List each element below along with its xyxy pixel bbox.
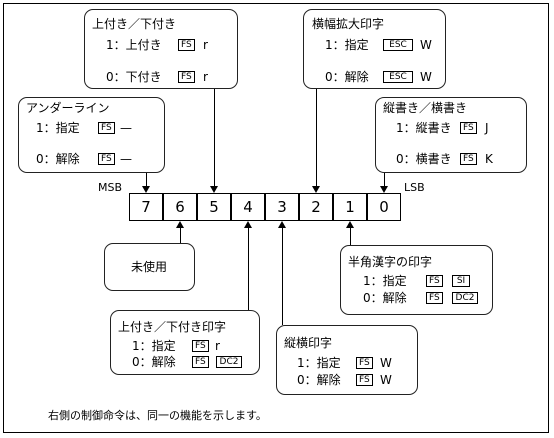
msb-label: MSB <box>98 181 123 194</box>
box-title: 横幅拡大印字 <box>312 17 385 31</box>
command-char: r <box>215 339 220 353</box>
footnote: 右側の制御命令は、同一の機能を示します。 <box>48 409 267 422</box>
box-vertical-horizontal-writing <box>375 97 527 173</box>
key-fs: FS <box>460 153 477 165</box>
setting-off-label: 0：横書き <box>396 152 452 166</box>
key-esc: ESC <box>383 39 413 51</box>
bit-cell-2: 2 <box>299 193 333 221</box>
box-title: 縦書き／横書き <box>383 101 468 115</box>
box-unused <box>104 243 195 291</box>
setting-on-label: 1：縦書き <box>396 121 452 135</box>
box-title: 上付き／下付き印字 <box>118 320 227 334</box>
arrow-up-bit4 <box>244 221 252 228</box>
command-char: W <box>380 373 392 387</box>
setting-off-label: 0：下付き <box>106 70 162 84</box>
arrow-up-bit1 <box>346 221 354 228</box>
command-char: — <box>120 152 132 166</box>
box-title: 縦横印字 <box>284 336 333 350</box>
key-fs: FS <box>192 356 209 368</box>
setting-on-label: 1：指定 <box>363 274 407 288</box>
key-fs: FS <box>426 275 443 287</box>
setting-off-label: 0：解除 <box>363 291 407 305</box>
connector-line <box>316 89 317 187</box>
lsb-label: LSB <box>404 181 425 194</box>
command-char: W <box>420 38 432 52</box>
command-char: W <box>380 356 392 370</box>
setting-on-label: 1：指定 <box>325 38 369 52</box>
box-title: 未使用 <box>131 260 168 274</box>
setting-off-label: 0：解除 <box>132 355 176 369</box>
connector-line <box>180 227 181 243</box>
command-char: — <box>120 121 132 135</box>
key-esc: ESC <box>383 71 413 83</box>
key-fs: FS <box>192 340 209 352</box>
key-dc2: DC2 <box>452 292 478 304</box>
bit-cell-5: 5 <box>197 193 231 221</box>
box-title: 上付き／下付き <box>92 17 177 31</box>
setting-on-label: 1：指定 <box>297 356 341 370</box>
bit-cell-0: 0 <box>367 193 401 221</box>
command-char: K <box>485 152 493 166</box>
box-title: アンダーライン <box>26 101 110 115</box>
setting-off-label: 0：解除 <box>36 152 80 166</box>
connector-line <box>248 227 249 310</box>
arrow-down-bit0 <box>380 186 388 193</box>
key-fs: FS <box>356 374 373 386</box>
connector-line <box>146 173 147 187</box>
setting-off-label: 0：解除 <box>325 70 369 84</box>
arrow-down-bit7 <box>142 186 150 193</box>
key-dc2: DC2 <box>216 356 242 368</box>
box-title: 半角漢字の印字 <box>348 255 433 269</box>
key-fs: FS <box>98 122 115 134</box>
setting-off-label: 0：解除 <box>297 373 341 387</box>
setting-on-label: 1：指定 <box>132 339 176 353</box>
key-fs: FS <box>356 357 373 369</box>
arrow-down-bit2 <box>312 186 320 193</box>
box-vertical-horizontal-print <box>276 325 418 395</box>
setting-on-label: 1：上付き <box>106 38 162 52</box>
bit-cell-3: 3 <box>265 193 299 221</box>
bit-cell-7: 7 <box>129 193 163 221</box>
connector-line <box>282 227 283 325</box>
box-superscript-print <box>110 310 260 375</box>
key-fs: FS <box>426 292 443 304</box>
bit-cell-1: 1 <box>333 193 367 221</box>
connector-line <box>350 227 351 245</box>
command-char: r <box>203 38 208 52</box>
arrow-down-bit5 <box>210 186 218 193</box>
arrow-up-bit6 <box>176 221 184 228</box>
key-fs: FS <box>178 39 195 51</box>
setting-on-label: 1：指定 <box>36 121 80 135</box>
key-si: SI <box>452 275 470 287</box>
connector-line <box>214 89 215 187</box>
command-char: r <box>203 70 208 84</box>
command-char: J <box>485 121 489 135</box>
key-fs: FS <box>460 122 477 134</box>
connector-line <box>384 173 385 187</box>
bit-cell-4: 4 <box>231 193 265 221</box>
box-superscript-subscript <box>84 9 238 89</box>
key-fs: FS <box>178 71 195 83</box>
command-char: W <box>420 70 432 84</box>
box-horizontal-enlarge <box>303 9 446 89</box>
bit-cell-6: 6 <box>163 193 197 221</box>
arrow-up-bit3 <box>278 221 286 228</box>
box-underline <box>18 97 165 173</box>
key-fs: FS <box>98 153 115 165</box>
